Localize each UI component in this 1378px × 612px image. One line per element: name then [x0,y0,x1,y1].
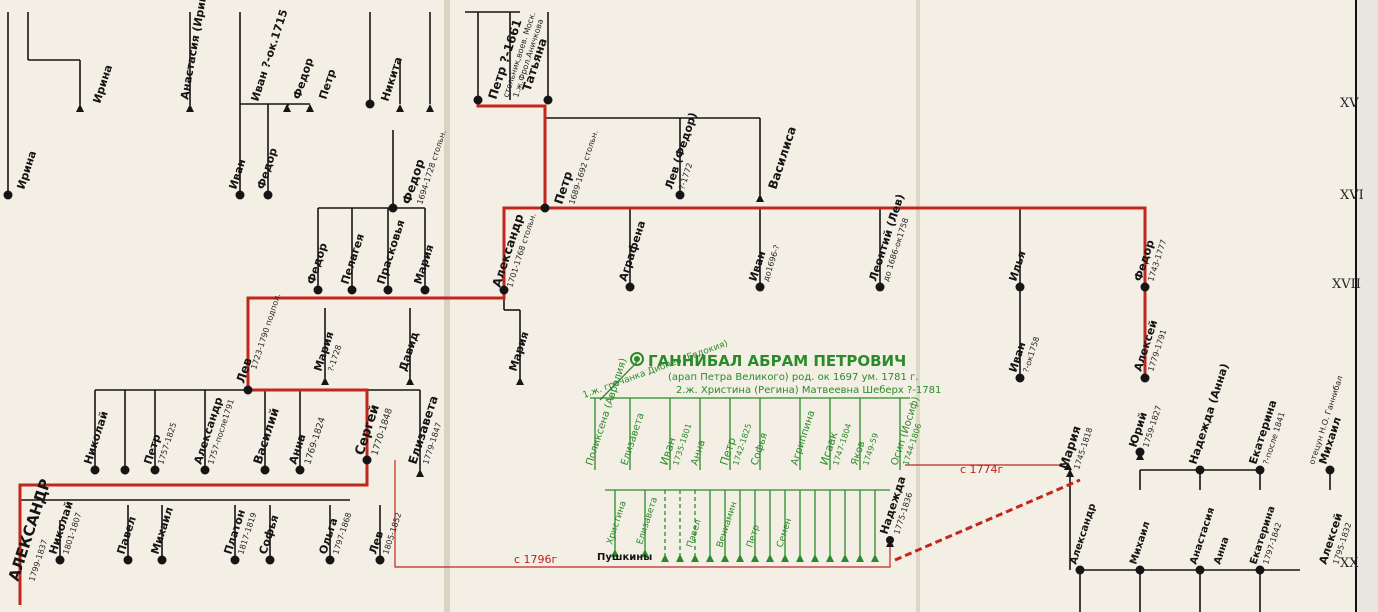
marriage-year-label: с 1796г [514,553,558,566]
marriage-lines [394,460,1081,568]
hannibal-line: 2.ж. Христина (Регина) Матвеевна Шеберх … [676,385,941,396]
pushkins-label: Пушкины [597,552,652,563]
hannibal-node [630,352,644,366]
century-label: XVII [1332,277,1361,292]
hannibal-title: ГАННИБАЛ АБРАМ ПЕТРОВИЧ [648,352,906,370]
century-label: XV [1340,96,1359,111]
hannibal-line: (арап Петра Великого) род. ок 1697 ум. 1… [668,372,918,383]
pushkin-main-line [18,100,1147,605]
hannibal-node-core [634,356,640,362]
century-label: XX [1340,556,1359,571]
sheet-edge [1356,0,1378,612]
marriage-year-label: с 1774г [960,463,1004,476]
person-markers [3,95,1335,575]
hannibal-markers [611,549,879,562]
hannibal-lines [590,361,910,555]
century-label: XVI [1340,188,1364,203]
